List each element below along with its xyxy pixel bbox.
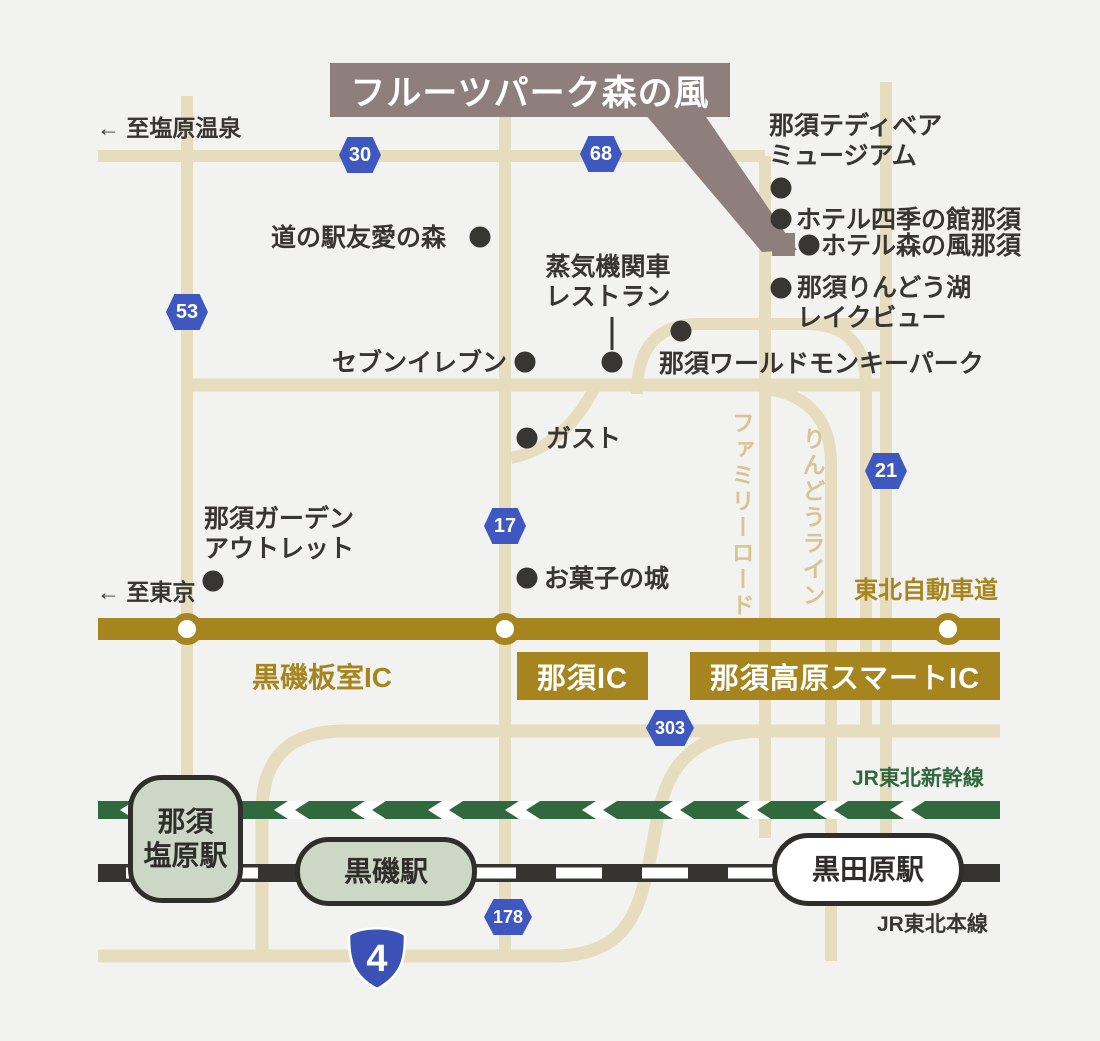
route-shield-178: 178: [484, 899, 532, 935]
jr-honsen-dash: [470, 867, 516, 879]
route-shield-30: 30: [339, 137, 381, 173]
road-monkeypark-south: [805, 318, 872, 733]
dot-michinoeki-yuai: [469, 226, 491, 248]
label-garden-outlet: 那須ガーデン アウトレット: [204, 505, 355, 563]
dot-teddybear-museum: [770, 177, 792, 199]
label-tohoku-expressway: 東北自動車道: [854, 577, 998, 604]
ic-nasu-circle: [489, 613, 521, 645]
ic-nasukogen-smart-circle: [932, 613, 964, 645]
shinkansen-chevron: [659, 801, 694, 819]
shinkansen-chevron: [428, 801, 463, 819]
dot-seven-eleven: [514, 351, 536, 373]
destination-banner: フルーツパーク森の風: [330, 63, 730, 117]
station-kurotahara: 黒田原駅: [772, 833, 964, 906]
shinkansen-chevron: [813, 801, 848, 819]
jr-honsen-dash: [556, 867, 602, 879]
shinkansen-chevron: [736, 801, 771, 819]
shinkansen-chevron: [505, 801, 540, 819]
label-rindoko-lakeview: 那須りんどう湖 レイクビュー: [797, 274, 972, 332]
dot-rindoko-lakeview: [770, 277, 792, 299]
route-shield-68: 68: [580, 136, 622, 172]
station-nasushiobara: 那須 塩原駅: [128, 775, 243, 903]
banner-pointer: [645, 114, 797, 252]
dot-sl-restaurant: [601, 351, 623, 373]
route-shield-53: 53: [166, 294, 208, 330]
ic-box-nasu: 那須IC: [517, 652, 648, 700]
destination-marker-square: [772, 233, 795, 256]
label-teddybear-museum: 那須テディベア ミュージアム: [769, 112, 943, 170]
label-to-shiobara-onsen: ← 至塩原温泉: [97, 115, 242, 141]
ic-circles-group: [171, 613, 964, 645]
label-hotel-shiki: ホテル四季の館那須: [796, 206, 1022, 234]
shinkansen-chevron: [274, 801, 309, 819]
roads-group: [98, 82, 1000, 963]
label-family-road: ファミリーロード: [728, 411, 755, 619]
label-jr-honsen: JR東北本線: [877, 913, 988, 936]
road-bottom-s-curve: [98, 724, 769, 963]
label-ic-kuroiso-itamuro: 黒磯板室IC: [251, 662, 393, 693]
label-gusto: ガスト: [546, 425, 622, 453]
route-shield-21: 21: [865, 453, 907, 489]
dot-hotel-morinokaze: [798, 234, 820, 256]
dot-monkey-park: [670, 320, 692, 342]
shinkansen-chevron: [351, 801, 386, 819]
label-seven-eleven: セブンイレブン: [332, 349, 508, 377]
route4-badge: 4: [347, 927, 407, 991]
label-rindo-line: りんどうライン: [799, 427, 826, 609]
jr-honsen-dash: [728, 867, 774, 879]
shinkansen-chevron: [582, 801, 617, 819]
label-monkey-park: 那須ワールドモンキーパーク: [659, 350, 984, 378]
label-okashinoshiro: お菓子の城: [544, 565, 670, 593]
route-shield-303: 303: [646, 710, 694, 746]
road-rindo-line: [761, 382, 837, 961]
label-sl-restaurant: 蒸気機関車 レストラン: [545, 253, 671, 311]
route4-number: 4: [366, 938, 387, 980]
jr-honsen-dash: [642, 867, 688, 879]
route4-shape: [347, 927, 407, 991]
dot-garden-outlet: [202, 570, 224, 592]
dot-hotel-shiki: [770, 208, 792, 230]
station-kuroiso: 黒磯駅: [295, 837, 477, 906]
landmark-dots-group: [202, 177, 820, 592]
road-monkeypark: [631, 318, 886, 395]
ic-kuroiso-itamuro-circle: [171, 613, 203, 645]
ic-box-nasukogen-smart: 那須高原スマートIC: [690, 652, 1000, 700]
shinkansen-chevron: [890, 801, 925, 819]
label-michinoeki-yuai: 道の駅友愛の森: [271, 224, 447, 252]
dot-gusto: [516, 427, 538, 449]
dot-okashinoshiro: [516, 567, 538, 589]
label-jr-shinkansen: JR東北新幹線: [852, 767, 984, 790]
shinkansen-line: [98, 801, 1000, 819]
label-to-tokyo: ← 至東京: [97, 579, 196, 605]
label-hotel-morinokaze: ホテル森の風那須: [821, 232, 1022, 260]
road-connector-curve: [509, 386, 600, 464]
route-shield-17: 17: [484, 508, 526, 544]
